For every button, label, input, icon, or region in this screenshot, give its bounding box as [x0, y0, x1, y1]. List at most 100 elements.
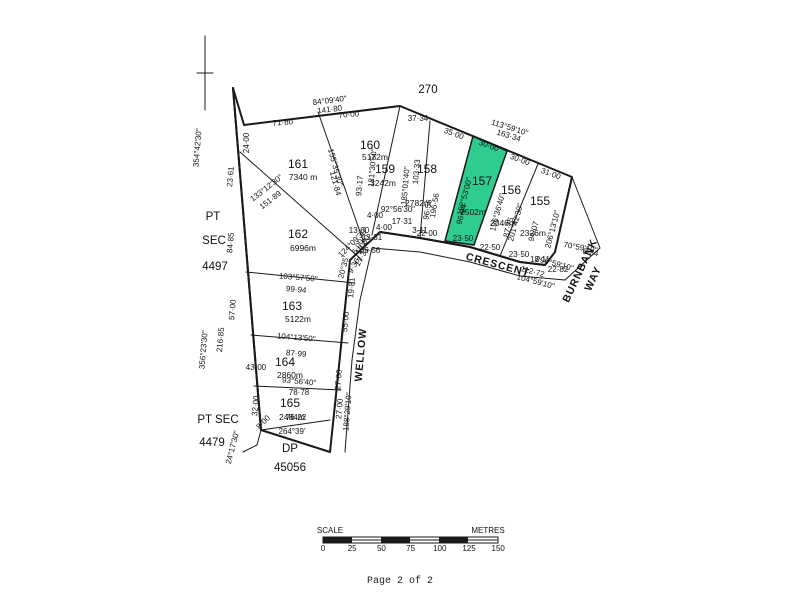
dimension-d8: 35·00	[443, 126, 466, 142]
burnbank-edge-2	[564, 247, 601, 281]
pt-sec-label-2: PT SEC	[197, 414, 238, 426]
dimension-d10: 30·00	[509, 152, 532, 168]
dimension-d21: 185°01'40"	[399, 166, 411, 206]
dimension-d19: 181°30'50"	[366, 148, 378, 188]
dimension-d1: 84°09'40"	[312, 94, 347, 107]
lot-line-165-south	[260, 419, 331, 431]
dimension-d49: 216·85	[215, 326, 226, 352]
lot-159-area: 3242m	[370, 178, 396, 188]
sw-tail	[256, 429, 262, 446]
dimension-d55: 78·78	[289, 388, 310, 397]
dimension-d20: 93·17	[354, 175, 365, 197]
scale-title: SCALE	[317, 526, 343, 535]
lot-155-number: 155	[530, 194, 550, 208]
dimension-d69: 66·56	[360, 246, 381, 255]
lot-line-155-156	[499, 163, 539, 257]
sw-tail-2	[242, 444, 258, 453]
dimension-d4: 70·00	[338, 109, 360, 119]
lot-line-163-164	[250, 334, 349, 344]
north-label: 270	[418, 84, 437, 96]
lot-line-159-160	[371, 105, 401, 236]
lot-line-160-161	[317, 111, 366, 247]
dimension-d45: 84·85	[225, 232, 236, 254]
lot-165-number: 165	[280, 396, 300, 410]
lot-165-area: 2484m	[279, 412, 305, 422]
lot-164-number: 164	[275, 355, 295, 369]
dimension-d66: 4·00	[367, 211, 384, 220]
dimension-d36: 22·50	[480, 243, 501, 252]
lot-156-number: 156	[501, 183, 521, 197]
lot-157-area: 2502m	[460, 207, 486, 217]
dimension-d54: 93°56'40"	[282, 376, 317, 388]
section-number-4479: 4479	[199, 437, 225, 449]
dimension-d13: 23·61	[225, 166, 236, 188]
lot-line-161-162	[239, 151, 363, 261]
dimension-d70: 3·11	[412, 226, 428, 235]
dimension-d68: 13·31	[362, 233, 383, 242]
crescent-edge	[379, 231, 546, 266]
scale-tick-1: 25	[348, 544, 357, 553]
scale-tick-4: 100	[433, 544, 447, 553]
dimension-d27: 96·56	[421, 198, 434, 220]
dimension-d46: 103°57'50"	[279, 271, 319, 283]
scale-unit: METRES	[471, 526, 504, 535]
dimension-d38: 18·11	[530, 255, 550, 264]
lot-161-area: 7340 m	[289, 172, 317, 182]
street-wellow: WELLOW	[353, 327, 370, 382]
dimension-d61: 27·00	[333, 369, 344, 391]
dimension-d35: 23·50	[453, 234, 474, 243]
lot-line-157-158	[444, 135, 474, 242]
scale-tick-3: 75	[406, 544, 415, 553]
dimension-d34: 22·00	[417, 229, 438, 238]
lot-155-area: 2326m	[520, 228, 546, 238]
lot-157-number: 157	[472, 174, 492, 188]
dimension-d51: 43·00	[246, 363, 267, 372]
dimension-d52: 104°13'50"	[277, 331, 317, 343]
dimension-d23: 92°56'30"	[381, 205, 415, 214]
dimension-d63: 188°29'10"	[341, 392, 353, 432]
dimension-d11: 31·00	[540, 166, 563, 182]
lot-159-number: 159	[375, 162, 395, 176]
dimension-d37: 23·50	[509, 250, 530, 259]
burnbank-edge	[571, 176, 601, 249]
lot-164-area: 2860m	[277, 370, 303, 380]
page-number: Page 2 of 2	[366, 576, 433, 587]
crescent-inner	[371, 247, 566, 281]
sec-label: SEC	[202, 235, 226, 247]
dimension-d12: 24·00	[242, 132, 251, 153]
lot-163-number: 163	[282, 299, 302, 313]
lot-162-area: 6996m	[290, 243, 316, 253]
scale-tick-5: 125	[462, 544, 476, 553]
dimension-d5: 37·34	[408, 114, 429, 123]
scale-bar	[322, 536, 499, 544]
dimension-d50: 356°23'30"	[197, 330, 209, 370]
lot-163-area: 5122m	[285, 314, 311, 324]
dimension-d57: 76·22	[286, 413, 307, 422]
dimension-d62: 27·00	[334, 398, 345, 420]
dimension-d2: 141·80	[317, 103, 343, 115]
dimension-d56: 32·00	[250, 395, 261, 417]
lot-156-area: 2346m	[490, 218, 516, 228]
dimension-d24: 17·31	[392, 217, 413, 226]
dp-label: DP	[282, 443, 298, 455]
lot-160-area: 5172m	[362, 152, 388, 162]
lot-160-number: 160	[360, 138, 380, 152]
dimension-d14: 354°42'30"	[191, 128, 203, 168]
lot-line-158-159	[419, 120, 431, 239]
west-boundary	[232, 87, 262, 431]
dimension-d72: 4·00	[376, 223, 393, 232]
dimension-d25: 196·56	[428, 192, 441, 219]
lot-line-164-165	[253, 385, 342, 391]
dimension-d60: 55·00	[340, 311, 351, 333]
dimension-d47: 99·94	[286, 284, 308, 295]
dimension-d67: 13·00	[349, 226, 370, 235]
scale-tick-2: 50	[377, 544, 386, 553]
section-number-4497: 4497	[202, 261, 228, 273]
dimension-d3: 71·80	[272, 117, 294, 127]
dimension-d42: 22·82	[548, 265, 569, 274]
lot-line-162-163	[245, 271, 356, 284]
dimension-d48: 57·00	[227, 299, 238, 321]
dimension-d53: 87·99	[286, 348, 308, 359]
